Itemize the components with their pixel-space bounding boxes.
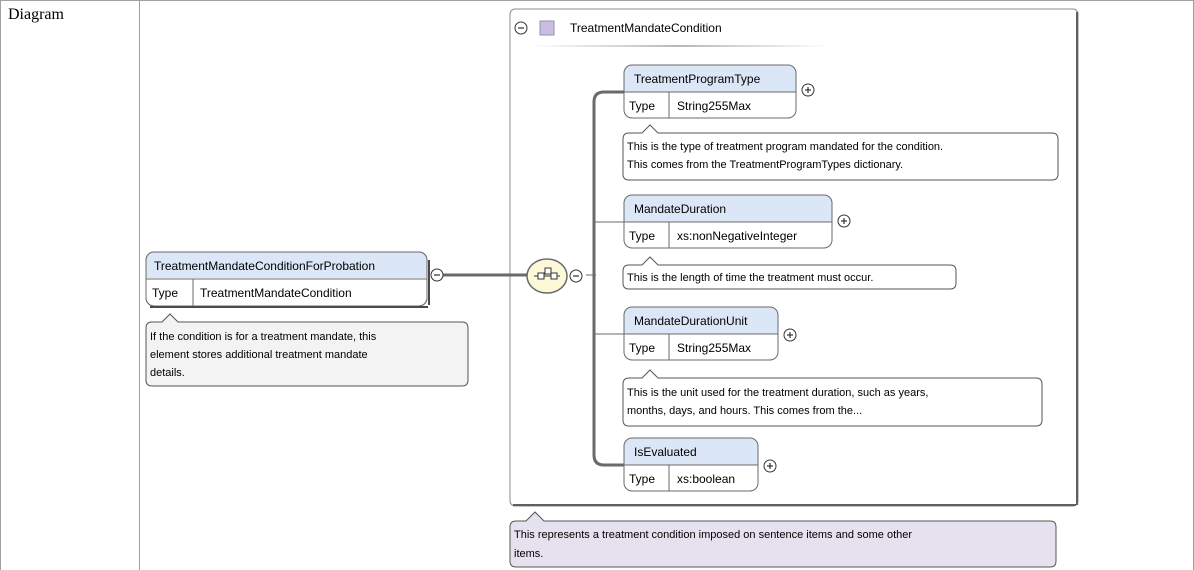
note-line: This is the length of time the treatment… bbox=[627, 272, 873, 284]
child-element-box[interactable]: MandateDurationUnit Type String255Max bbox=[623, 306, 779, 361]
container-title: TreatmentMandateCondition bbox=[570, 21, 722, 35]
note-line: This represents a treatment condition im… bbox=[514, 529, 912, 541]
container-annotation: This represents a treatment condition im… bbox=[509, 511, 1057, 568]
child-element-type-label: Type bbox=[629, 99, 655, 113]
child-element-type-label: Type bbox=[629, 229, 655, 243]
child-element-type-value: xs:boolean bbox=[677, 472, 735, 486]
root-element-box[interactable]: TreatmentMandateConditionForProbation Ty… bbox=[145, 251, 430, 308]
expand-icon[interactable] bbox=[783, 328, 797, 342]
child-element-type-label: Type bbox=[629, 341, 655, 355]
collapse-icon[interactable] bbox=[430, 268, 444, 282]
root-element-annotation: If the condition is for a treatment mand… bbox=[145, 313, 469, 387]
child-element-box[interactable]: MandateDuration Type xs:nonNegativeInteg… bbox=[623, 194, 833, 249]
note-line: This is the unit used for the treatment … bbox=[627, 387, 928, 399]
root-element-type-value: TreatmentMandateCondition bbox=[200, 286, 352, 300]
note-line: If the condition is for a treatment mand… bbox=[150, 331, 377, 343]
note-line: details. bbox=[150, 367, 185, 379]
child-element-annotation: This is the type of treatment program ma… bbox=[622, 124, 1059, 181]
child-element-box[interactable]: IsEvaluated Type xs:boolean bbox=[623, 437, 759, 492]
expand-icon[interactable] bbox=[763, 459, 777, 473]
note-line: items. bbox=[514, 548, 543, 560]
row-label: Diagram bbox=[8, 6, 64, 23]
child-element-type-label: Type bbox=[629, 472, 655, 486]
child-element-name: IsEvaluated bbox=[634, 445, 697, 459]
child-element-annotation: This is the unit used for the treatment … bbox=[622, 369, 1043, 427]
child-element-name: TreatmentProgramType bbox=[634, 72, 761, 86]
child-element-name: MandateDuration bbox=[634, 202, 726, 216]
child-element-box[interactable]: TreatmentProgramType Type String255Max bbox=[623, 64, 797, 119]
child-element-name: MandateDurationUnit bbox=[634, 314, 748, 328]
child-element-type-value: String255Max bbox=[677, 341, 751, 355]
expand-icon[interactable] bbox=[837, 214, 851, 228]
sequence-compositor-icon[interactable] bbox=[526, 258, 568, 294]
root-element-type-label: Type bbox=[152, 286, 178, 300]
expand-icon[interactable] bbox=[801, 83, 815, 97]
note-line: This comes from the TreatmentProgramType… bbox=[627, 159, 903, 171]
complex-type-square-icon bbox=[539, 20, 555, 36]
collapse-icon[interactable] bbox=[514, 21, 528, 35]
note-line: months, days, and hours. This comes from… bbox=[627, 405, 862, 417]
root-element-name: TreatmentMandateConditionForProbation bbox=[154, 259, 375, 273]
note-line: This is the type of treatment program ma… bbox=[627, 141, 943, 153]
table-border-left bbox=[0, 0, 1, 570]
child-element-annotation: This is the length of time the treatment… bbox=[622, 256, 957, 290]
child-element-type-value: String255Max bbox=[677, 99, 751, 113]
table-column-divider bbox=[139, 0, 140, 570]
container-title-separator bbox=[530, 45, 830, 47]
child-element-type-value: xs:nonNegativeInteger bbox=[677, 229, 797, 243]
collapse-icon[interactable] bbox=[569, 269, 583, 283]
connector-lines bbox=[441, 90, 624, 467]
note-line: element stores additional treatment mand… bbox=[150, 349, 368, 361]
table-border-top bbox=[0, 0, 1194, 1]
